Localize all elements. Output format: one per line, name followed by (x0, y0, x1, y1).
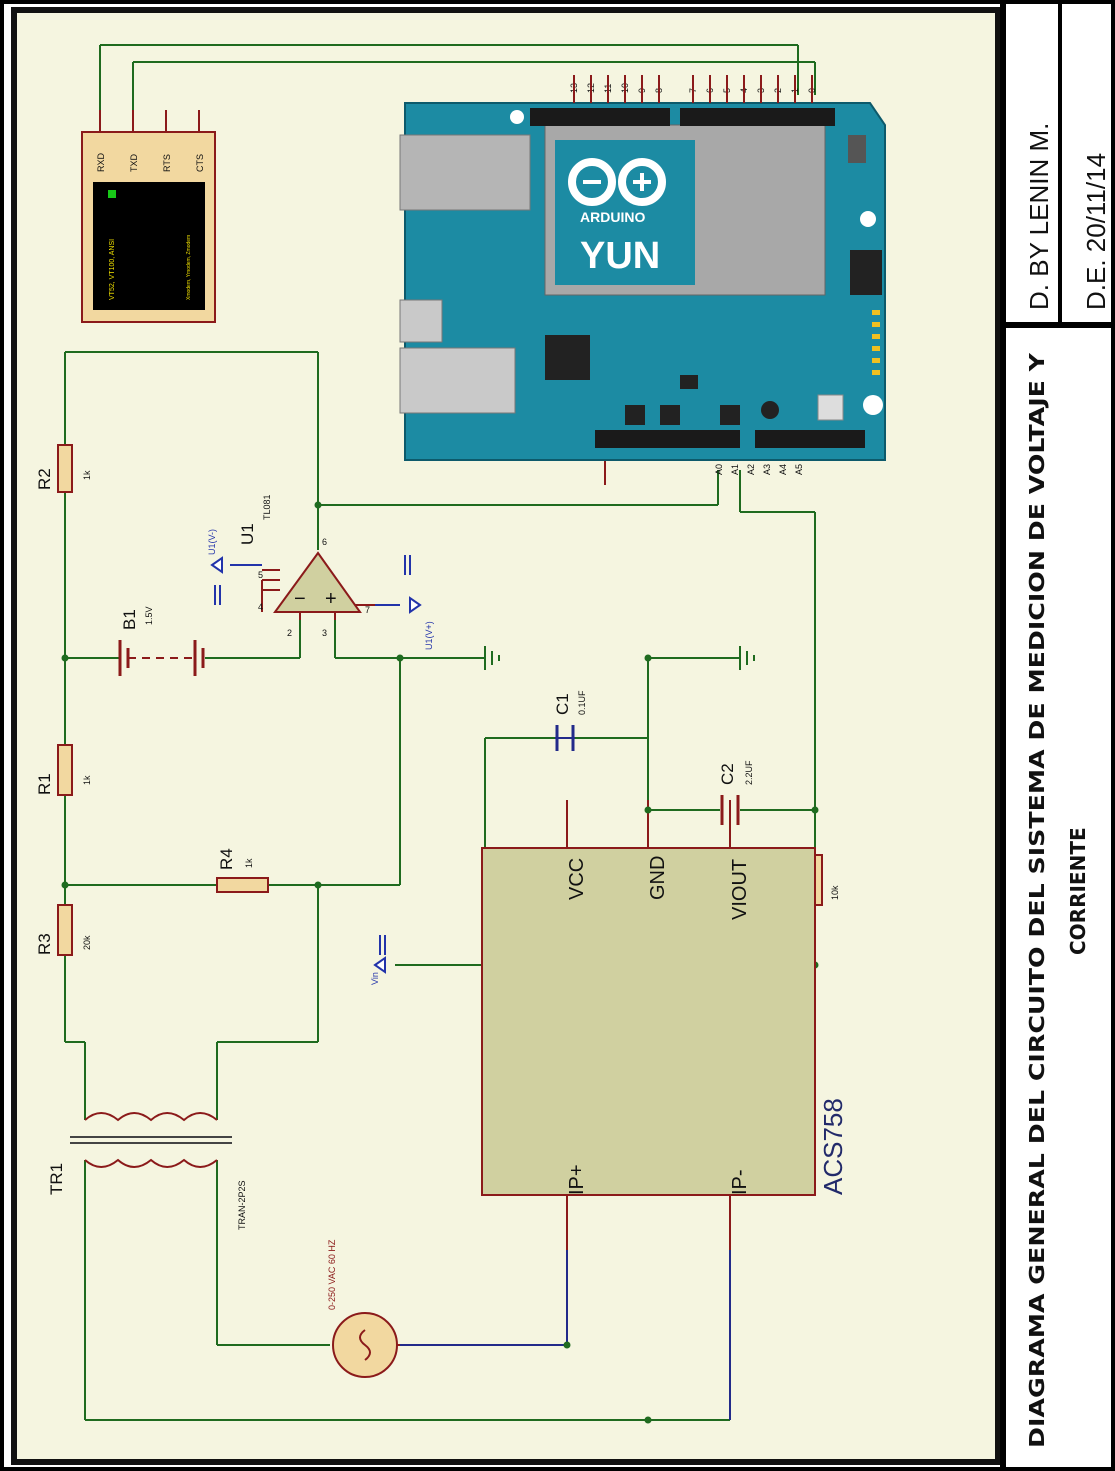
arduino-analog-pin-labels: A0 A1 A2 A3 A4 A5 (714, 464, 804, 475)
svg-text:1k: 1k (82, 775, 92, 785)
svg-text:ARDUINO: ARDUINO (580, 209, 645, 225)
svg-text:A5: A5 (794, 464, 804, 475)
reset-button (817, 394, 844, 421)
terminal-screen (93, 182, 205, 310)
svg-text:Xmodem, Ymodem, Zmodem: Xmodem, Ymodem, Zmodem (186, 235, 192, 300)
resistor-R4: R4 1k (216, 848, 269, 893)
svg-text:2: 2 (287, 628, 292, 638)
svg-text:0.1UF: 0.1UF (577, 690, 587, 715)
mcu-chip (545, 335, 590, 380)
usb-host-port (399, 347, 516, 414)
usb-port (399, 299, 443, 343)
opamp-U1: − + 2 3 4 5 6 7 U1 TL081 (238, 494, 375, 638)
svg-text:7: 7 (365, 605, 370, 615)
svg-text:U1(V-): U1(V-) (207, 529, 217, 555)
arduino-yun-board: ARDUINO YUN (399, 102, 886, 461)
svg-text:VCC: VCC (566, 858, 588, 900)
pin-stubs (99, 110, 731, 1250)
svg-text:TRAN-2P2S: TRAN-2P2S (237, 1180, 247, 1230)
svg-text:A0: A0 (714, 464, 724, 475)
svg-text:RXD: RXD (96, 152, 106, 172)
svg-text:1k: 1k (244, 858, 254, 868)
transformer-TR1: TR1 TRAN-2P2S (47, 1112, 247, 1230)
terminal-u1-vplus: U1(V+) (375, 555, 434, 650)
svg-text:YUN: YUN (580, 235, 660, 277)
svg-text:TXD: TXD (129, 153, 139, 172)
svg-text:0-250 VAC 60 HZ: 0-250 VAC 60 HZ (327, 1239, 337, 1310)
ground-symbol (484, 646, 500, 670)
capacitor-C1: C1 0.1UF (553, 690, 587, 751)
svg-text:1.5V: 1.5V (144, 606, 154, 625)
virtual-terminal: VT52, VT100, ANSI Xmodem, Ymodem, Zmodem… (81, 131, 216, 323)
svg-text:A4: A4 (778, 464, 788, 475)
svg-text:R1: R1 (35, 773, 54, 795)
power-header (595, 430, 740, 448)
terminal-u1-vminus: U1(V-) (207, 529, 262, 605)
diagram-title-line2: CORRIENTE (1066, 827, 1090, 955)
svg-text:C1: C1 (553, 693, 572, 715)
svg-text:Vin: Vin (370, 972, 380, 985)
svg-text:3: 3 (322, 628, 327, 638)
svg-text:R2: R2 (35, 468, 54, 490)
svg-text:U1(V+): U1(V+) (424, 621, 434, 650)
diagram-title-line1: DIAGRAMA GENERAL DEL CIRCUITO DEL SISTEM… (1025, 352, 1049, 1448)
svg-text:A3: A3 (762, 464, 772, 475)
svg-text:10k: 10k (830, 885, 840, 900)
ground-symbol (739, 646, 755, 670)
ethernet-port (399, 134, 531, 211)
svg-text:GND: GND (647, 856, 669, 900)
svg-text:VIOUT: VIOUT (729, 859, 751, 920)
svg-text:4: 4 (258, 602, 263, 612)
author-label: D. BY LENIN M. (1024, 123, 1054, 310)
arduino-logo-icon (568, 158, 666, 206)
svg-text:IP+: IP+ (566, 1164, 588, 1195)
svg-text:A1: A1 (730, 464, 740, 475)
resistor-R2: R2 1k (35, 444, 92, 493)
digital-header-low (680, 108, 835, 126)
svg-text:U1: U1 (238, 523, 257, 545)
capacitor-C2: C2 2.2UF (718, 760, 754, 825)
terminal-vin: Vin (370, 935, 386, 985)
svg-text:A2: A2 (746, 464, 756, 475)
ac-source: 0-250 VAC 60 HZ (327, 1239, 400, 1378)
analog-header (755, 430, 865, 448)
resistor-R1: R1 1k (35, 744, 92, 796)
svg-text:IP-: IP- (729, 1169, 751, 1195)
svg-text:ACS758: ACS758 (818, 1098, 848, 1195)
resistor-R3: R3 20k (35, 904, 92, 956)
arduino-digital-pin-stubs (573, 75, 813, 103)
svg-text:6: 6 (322, 537, 327, 547)
battery-B1: B1 1.5V (118, 606, 205, 676)
svg-text:−: − (294, 588, 306, 610)
svg-text:R4: R4 (217, 848, 236, 870)
svg-text:RTS: RTS (162, 154, 172, 172)
svg-text:+: + (325, 588, 337, 610)
svg-text:20k: 20k (82, 935, 92, 950)
svg-text:B1: B1 (120, 609, 139, 630)
digital-header-high (530, 108, 670, 126)
svg-text:CTS: CTS (195, 154, 205, 172)
date-label: D.E. 20/11/14 (1081, 153, 1111, 310)
svg-text:R3: R3 (35, 933, 54, 955)
svg-text:TL081: TL081 (262, 494, 272, 520)
svg-text:1k: 1k (82, 470, 92, 480)
svg-text:TR1: TR1 (47, 1163, 66, 1195)
svg-text:VT52, VT100, ANSI: VT52, VT100, ANSI (109, 239, 116, 300)
wires (64, 44, 816, 1421)
svg-text:5: 5 (258, 570, 263, 580)
svg-text:C2: C2 (718, 763, 737, 785)
ic-acs758: ACS758 VCC GND VIOUT IP+ IP- (481, 847, 848, 1196)
svg-text:2.2UF: 2.2UF (744, 760, 754, 785)
